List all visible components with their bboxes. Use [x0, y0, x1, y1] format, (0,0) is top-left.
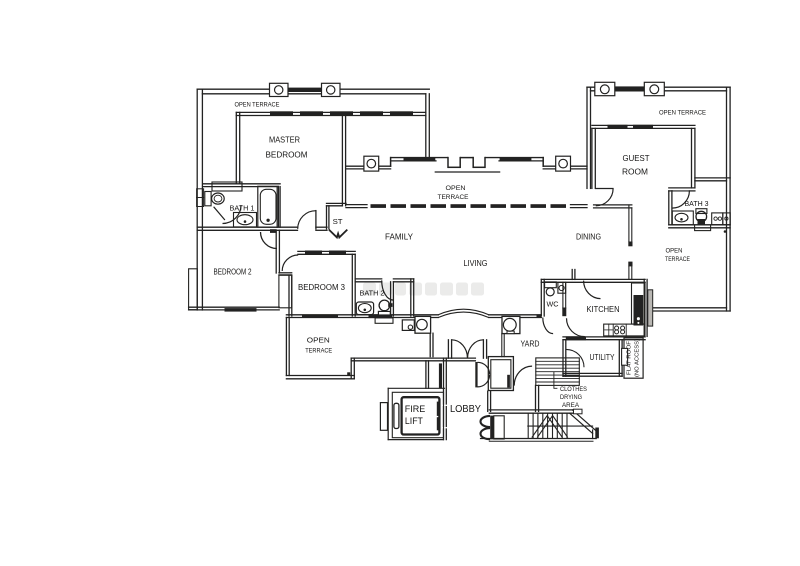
svg-text:BEDROOM: BEDROOM [266, 150, 308, 160]
svg-text:YARD: YARD [521, 340, 540, 349]
svg-text:BEDROOM 2: BEDROOM 2 [214, 268, 252, 277]
svg-text:BATH 2: BATH 2 [360, 289, 385, 298]
svg-text:FAMILY: FAMILY [385, 232, 413, 242]
svg-text:TERRACE: TERRACE [665, 256, 690, 263]
svg-text:LOBBY: LOBBY [450, 404, 481, 415]
svg-text:TERRACE: TERRACE [438, 194, 470, 201]
svg-text:MASTER: MASTER [269, 135, 300, 145]
svg-text:FLAT ROOF: FLAT ROOF [627, 341, 633, 375]
svg-text:WC: WC [547, 300, 559, 309]
svg-text:OPEN: OPEN [446, 185, 466, 192]
svg-text:FIRE: FIRE [405, 404, 426, 415]
svg-text:CLOTHES: CLOTHES [560, 386, 588, 393]
svg-text:ROOM: ROOM [622, 167, 648, 177]
svg-text:OPEN TERRACE: OPEN TERRACE [235, 102, 280, 109]
svg-text:TERRACE: TERRACE [305, 348, 332, 355]
svg-text:UTILITY: UTILITY [590, 353, 616, 362]
svg-text:KITCHEN: KITCHEN [587, 304, 620, 314]
svg-text:DINING: DINING [576, 232, 601, 242]
svg-text:DRYING: DRYING [560, 394, 582, 401]
svg-text:OPEN: OPEN [307, 338, 330, 345]
svg-text:LIFT: LIFT [405, 416, 423, 427]
svg-text:OPEN TERRACE: OPEN TERRACE [659, 110, 706, 117]
svg-text:GUEST: GUEST [623, 153, 650, 163]
svg-text:(NO ACCESS): (NO ACCESS) [635, 339, 641, 377]
svg-text:AREA: AREA [562, 402, 580, 409]
svg-text:OPEN: OPEN [666, 248, 683, 255]
svg-text:ST: ST [333, 217, 343, 226]
svg-text:LIVING: LIVING [464, 258, 488, 268]
svg-text:BATH 3: BATH 3 [685, 201, 709, 208]
svg-text:BEDROOM 3: BEDROOM 3 [298, 282, 345, 292]
svg-text:BATH 1: BATH 1 [230, 206, 255, 213]
